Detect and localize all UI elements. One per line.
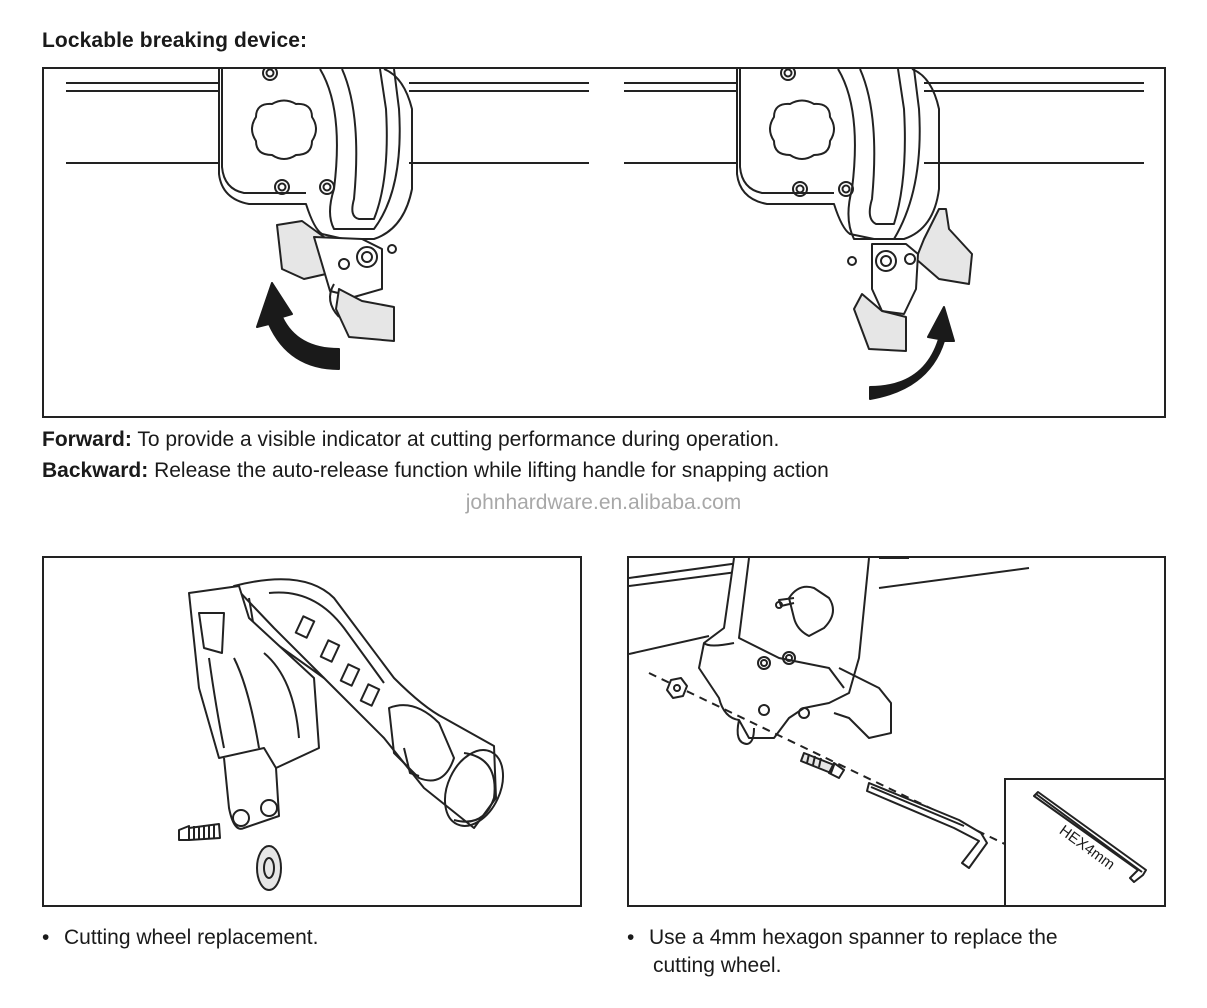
section-heading: Lockable breaking device: [42,29,308,52]
bullet: • [627,926,635,949]
caption-text-continued: cutting wheel. [653,954,782,977]
hex-spanner-caption: • Use a 4mm hexagon spanner to replace th… [627,924,1167,980]
backward-text: Release the auto-release function while … [154,459,829,482]
backward-label: Backward: [42,459,149,482]
forward-text: To provide a visible indicator at cuttin… [137,428,780,451]
caption-text: Cutting wheel replacement. [64,926,319,949]
cutting-wheel-illustration [42,556,582,907]
hex-spanner-illustration: HEX4mm [627,556,1166,907]
bullet: • [42,926,50,949]
breaking-device-backward-drawing [624,69,1144,400]
hex-key-icon [866,782,988,869]
watermark: johnhardware.en.alibaba.com [465,491,742,514]
breaking-device-forward-drawing [66,69,589,370]
backward-description: Backward: Release the auto-release funct… [42,459,829,483]
forward-label: Forward: [42,428,132,451]
breaking-device-illustration [42,67,1166,418]
rotate-forward-arrow-icon [869,306,955,400]
cutting-wheel [256,845,282,891]
cutting-wheel-caption: • Cutting wheel replacement. [42,924,318,952]
rotate-backward-arrow-icon [256,282,340,370]
hex-key-inset: HEX4mm [1004,778,1164,905]
forward-description: Forward: To provide a visible indicator … [42,428,779,452]
caption-text: Use a 4mm hexagon spanner to replace the [649,926,1058,949]
